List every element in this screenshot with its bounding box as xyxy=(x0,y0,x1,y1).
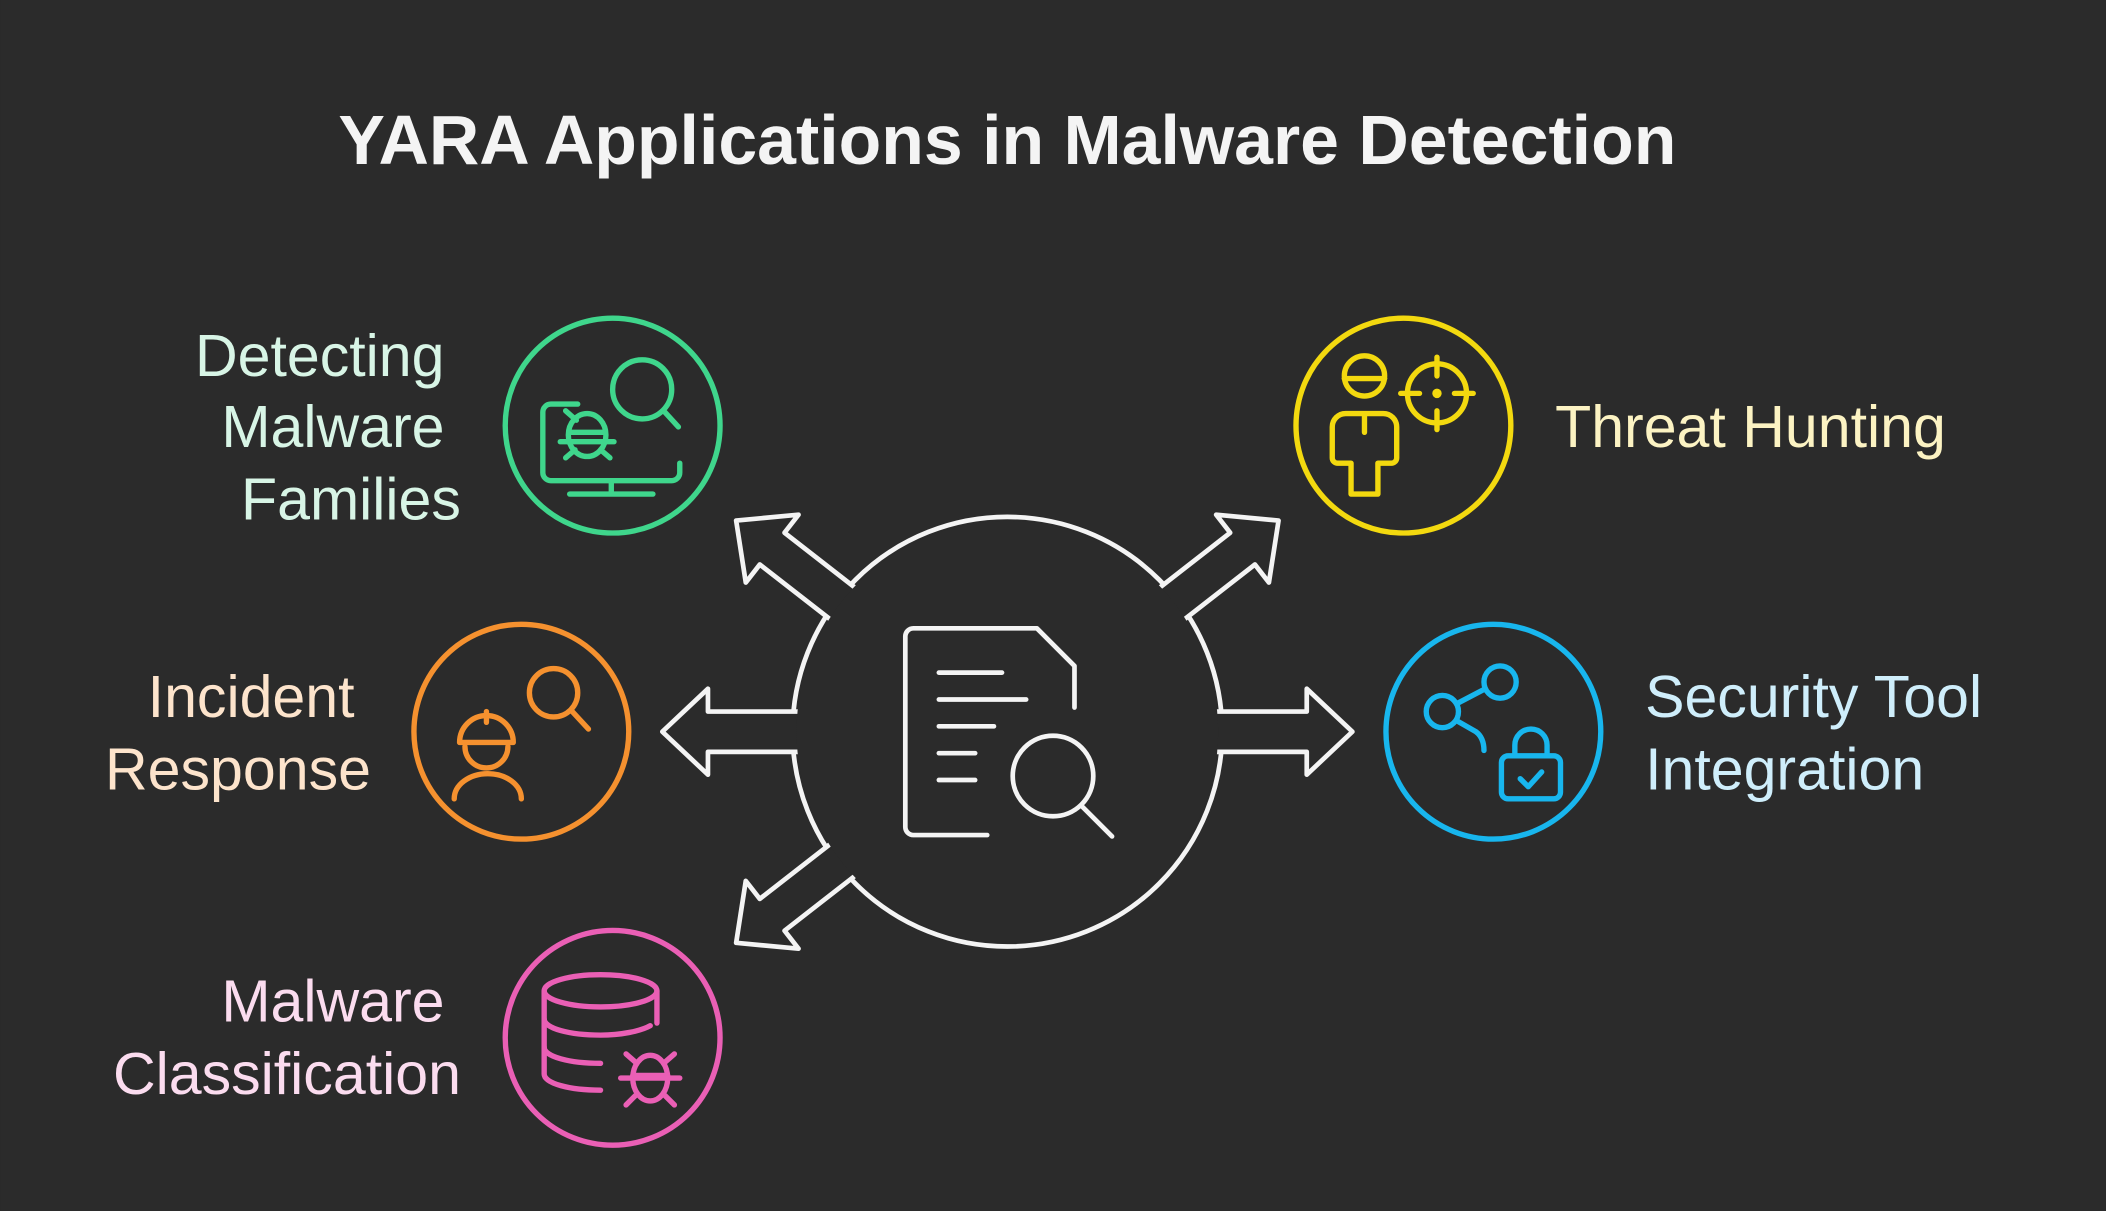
monitor-bug-search-icon xyxy=(540,357,683,497)
label-line: Response xyxy=(105,736,371,802)
label-line: Malware xyxy=(221,394,444,460)
label-line: Detecting xyxy=(195,323,445,389)
database-bug-icon xyxy=(541,972,683,1108)
svg-text:Incident Response: Incident Response xyxy=(105,664,371,802)
svg-text:Malware Classification: Malware Classification xyxy=(113,969,461,1107)
label-line: Integration xyxy=(1645,736,1924,802)
svg-text:Threat Hunting: Threat Hunting xyxy=(1555,394,1946,460)
document-search-icon xyxy=(902,625,1115,839)
item-detecting-malware-families: Detecting Malware Families xyxy=(195,315,723,536)
item-threat-hunting: Threat Hunting xyxy=(1293,315,1946,536)
share-lock-icon xyxy=(1423,663,1564,802)
label-line: Threat Hunting xyxy=(1555,394,1946,460)
label-line: Malware xyxy=(221,969,444,1035)
item-malware-classification: Malware Classification xyxy=(113,927,723,1148)
svg-text:Detecting Malware: Detecting Malware Families xyxy=(195,323,461,533)
worker-search-icon xyxy=(451,665,592,802)
item-security-tool-integration: Security Tool Integration xyxy=(1383,621,1998,842)
item-incident-response: Incident Response xyxy=(105,621,632,842)
label-line: Classification xyxy=(113,1041,461,1107)
page-title: YARA Applications in Malware Detection xyxy=(338,101,1676,179)
label-line: Incident xyxy=(148,664,355,730)
svg-text:Security Tool Integratio: Security Tool Integration xyxy=(1645,664,1998,802)
person-target-icon xyxy=(1329,353,1476,497)
label-line: Families xyxy=(241,467,461,533)
label-line: Security Tool xyxy=(1645,664,1982,730)
